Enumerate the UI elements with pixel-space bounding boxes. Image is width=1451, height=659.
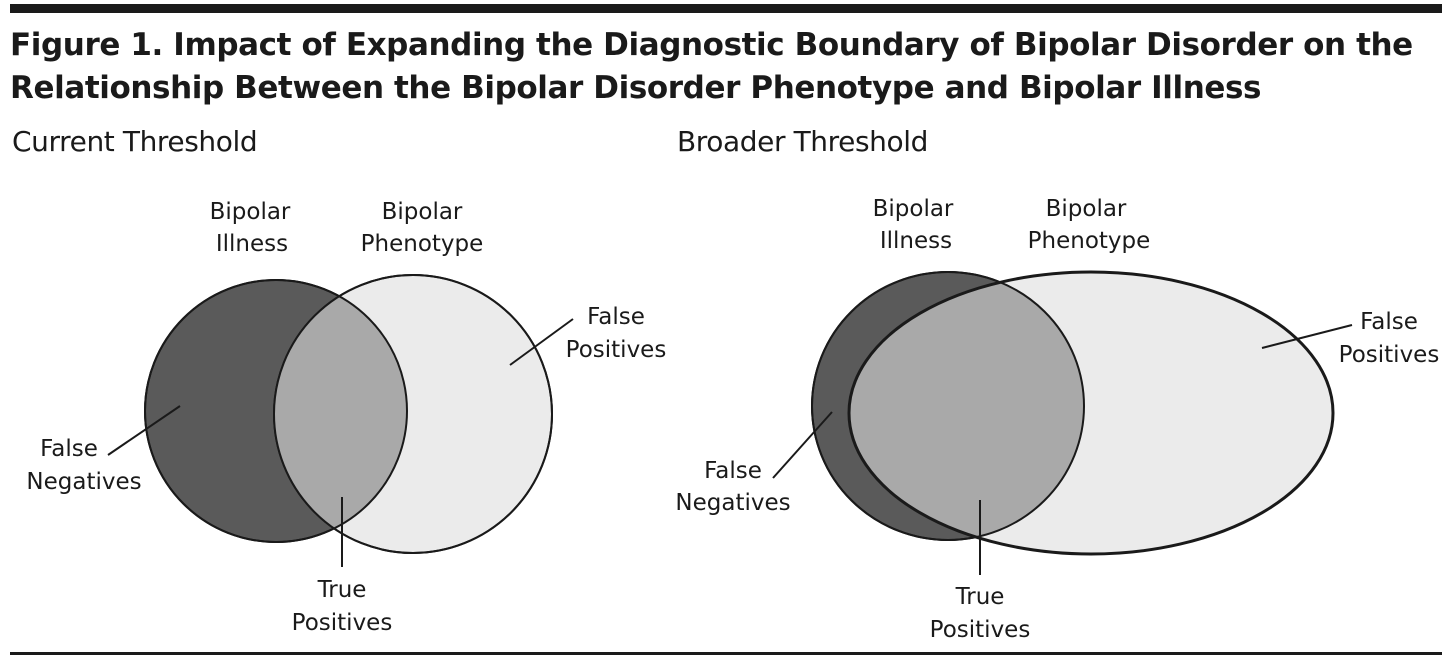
true-positives-label-line-1: True <box>955 584 1005 610</box>
false-positives-label-line-1: False <box>1360 309 1418 335</box>
bipolar-phenotype-label-line-2: Phenotype <box>361 231 484 257</box>
current-threshold-venn: Bipolar Illness Bipolar Phenotype False … <box>26 199 666 636</box>
true-positives-label-line-2: Positives <box>930 617 1031 643</box>
bipolar-phenotype-label-line-2: Phenotype <box>1028 228 1151 254</box>
false-negatives-label-line-1: False <box>704 458 762 484</box>
bipolar-phenotype-label-line-1: Bipolar <box>382 199 463 225</box>
bipolar-illness-label-line-1: Bipolar <box>210 199 291 225</box>
false-negatives-label-line-1: False <box>40 436 98 462</box>
false-positives-pointer <box>509 318 574 366</box>
false-negatives-label-line-2: Negatives <box>675 490 790 516</box>
false-positives-pointer <box>1261 324 1353 349</box>
overlap-region <box>274 280 407 542</box>
broader-threshold-heading: Broader Threshold <box>677 125 928 158</box>
false-negatives-pointer <box>107 405 181 456</box>
false-negatives-label-line-2: Negatives <box>26 469 141 495</box>
figure-title-line-1: Figure 1. Impact of Expanding the Diagno… <box>10 27 1413 63</box>
current-threshold-heading: Current Threshold <box>12 125 258 158</box>
overlap-region <box>849 272 1084 540</box>
figure-title-line-2: Relationship Between the Bipolar Disorde… <box>10 70 1262 106</box>
false-negatives-pointer <box>772 411 833 479</box>
bipolar-illness-outline <box>811 271 1085 541</box>
bipolar-illness-outline <box>144 279 408 543</box>
bipolar-phenotype-outline <box>847 270 1335 556</box>
figure-title: Figure 1. Impact of Expanding the Diagno… <box>10 24 1440 110</box>
false-positives-label-line-1: False <box>587 304 645 330</box>
false-positives-label-line-2: Positives <box>566 337 667 363</box>
true-positives-label-line-2: Positives <box>292 610 393 636</box>
bipolar-illness-label-line-2: Illness <box>216 231 288 257</box>
bipolar-phenotype-outline <box>273 274 553 554</box>
bipolar-illness-label-line-1: Bipolar <box>873 196 954 222</box>
bipolar-phenotype-label-line-1: Bipolar <box>1046 196 1127 222</box>
top-rule <box>10 4 1442 13</box>
broader-threshold-venn: Bipolar Illness Bipolar Phenotype False … <box>675 196 1439 643</box>
bipolar-illness-label-line-2: Illness <box>880 228 952 254</box>
bottom-rule <box>10 652 1442 655</box>
true-positives-label-line-1: True <box>317 577 367 603</box>
false-positives-label-line-2: Positives <box>1339 342 1440 368</box>
